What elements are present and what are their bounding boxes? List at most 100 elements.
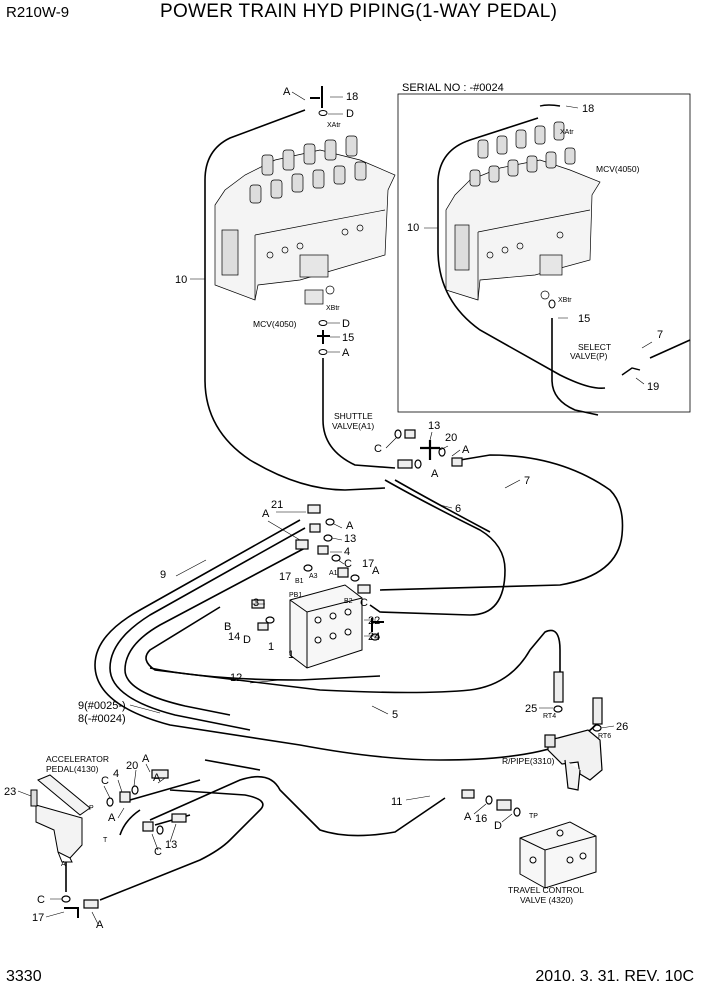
inset-leader-lines <box>424 105 653 385</box>
callout-a-tcv: A <box>464 811 472 823</box>
callout-10: 10 <box>175 274 187 286</box>
inset-callout-15: 15 <box>578 313 590 325</box>
callout-23: 23 <box>4 786 16 798</box>
callout-7: 7 <box>524 475 530 487</box>
fitting-18-top <box>310 86 323 108</box>
top-leaders <box>291 91 343 115</box>
callout-a-mcv: A <box>342 347 350 359</box>
callout-11: 11 <box>391 796 402 808</box>
pedal-leaders <box>17 763 177 925</box>
travel-label-1: TRAVEL CONTROL <box>508 885 584 895</box>
inset-mcv-body <box>445 121 601 301</box>
callout-4-pedal: 4 <box>113 768 119 780</box>
mcv-label: MCV(4050) <box>253 319 297 329</box>
inset-oring-15 <box>548 299 556 309</box>
inset-serial-label: SERIAL NO : -#0024 <box>402 82 504 94</box>
callout-8-note: 8(-#0024) <box>78 713 126 725</box>
port-p: P <box>89 805 94 812</box>
callout-4-block: 4 <box>344 546 350 558</box>
revision-date: 2010. 3. 31. REV. 10C <box>535 968 694 985</box>
inset-mcv-label: MCV(4050) <box>596 164 640 174</box>
shuttle-valve-group <box>394 429 463 469</box>
oring-a-mcv <box>318 349 328 355</box>
callout-26: 26 <box>616 721 628 733</box>
callout-a-bottom: A <box>96 919 104 931</box>
callout-9: 9 <box>160 569 166 581</box>
xatr-label: XAtr <box>327 122 341 129</box>
travel-label-2: VALVE (4320) <box>520 895 573 905</box>
shuttle-label-2: VALVE(A1) <box>332 421 374 431</box>
inset-select-label-2: VALVE(P) <box>570 351 608 361</box>
accelerator-label-2: PEDAL(4130) <box>46 764 99 774</box>
callout-1: 1 <box>288 649 294 661</box>
callout-a-21: A <box>262 508 270 520</box>
inset-frame <box>397 93 691 413</box>
callout-17-block: 17 <box>362 558 374 570</box>
serial-inset: SERIAL NO : -#0024 XAtr <box>397 82 691 416</box>
callout-a-pedal-2: A <box>153 772 161 784</box>
callout-22: 22 <box>368 615 380 627</box>
block-leaders <box>129 511 389 715</box>
inset-callout-7: 7 <box>657 329 663 341</box>
callout-d-block: D <box>243 634 251 646</box>
page-number: 3330 <box>6 968 42 985</box>
mcv-leaders <box>328 322 340 353</box>
callout-a-block-2: A <box>372 565 380 577</box>
port-rt4: RT4 <box>543 713 556 720</box>
inset-callout-18: 18 <box>582 103 594 115</box>
callout-21: 21 <box>271 499 283 511</box>
callout-9-note: 9(#0025-) <box>78 700 126 712</box>
inset-hose-7 <box>649 339 691 359</box>
oring-d-mcv <box>318 320 328 326</box>
port-t: T <box>103 837 108 844</box>
xbtr-label: XBtr <box>326 305 340 312</box>
callout-a-pedal-3: A <box>108 812 116 824</box>
main-mcv-body <box>214 135 396 305</box>
port-a3: A3 <box>309 573 318 580</box>
callout-15-mcv: 15 <box>342 332 354 344</box>
callout-18-top: 18 <box>346 91 358 103</box>
port-rt6: RT6 <box>598 733 611 740</box>
model-code: R210W-9 <box>6 4 70 21</box>
callout-c-shuttle: C <box>374 443 382 455</box>
r-pipe-group <box>544 671 603 791</box>
callout-a-shuttle-1: A <box>462 444 470 456</box>
page-title: POWER TRAIN HYD PIPING(1-WAY PEDAL) <box>160 1 558 22</box>
inset-xbtr: XBtr <box>558 297 572 304</box>
callout-c-block: C <box>344 558 352 570</box>
inset-xatr: XAtr <box>560 129 574 136</box>
inset-fitting-19 <box>621 367 641 376</box>
callout-24: 24 <box>368 631 380 643</box>
port-tp: TP <box>529 813 538 820</box>
inset-hose-10 <box>437 117 606 390</box>
callout-1-small: 1 <box>268 641 274 653</box>
port-a-pedal: A <box>61 861 66 868</box>
callout-a-top: A <box>283 86 291 98</box>
callout-17-bottom: 17 <box>32 912 44 924</box>
inset-callout-10: 10 <box>407 222 419 234</box>
inset-select-label-1: SELECT <box>578 342 611 352</box>
fitting-15-mcv <box>317 330 330 344</box>
port-b1: B1 <box>295 578 304 585</box>
callout-17-block-2: 17 <box>279 571 291 583</box>
callout-c-pedal-1: C <box>101 775 109 787</box>
inset-hose-15 <box>551 318 599 416</box>
tcv-leaders <box>405 795 513 823</box>
accelerator-pedal <box>30 774 91 863</box>
callout-d-mcv: D <box>342 318 350 330</box>
callout-c-block-2: C <box>360 597 368 609</box>
callout-25: 25 <box>525 703 537 715</box>
callout-13-shuttle: 13 <box>428 420 440 432</box>
oring-d-top <box>318 110 328 116</box>
callout-a-shuttle-2: A <box>431 468 439 480</box>
rpipe-leaders <box>539 707 615 729</box>
callout-20-shuttle: 20 <box>445 432 457 444</box>
callout-d-top: D <box>346 108 354 120</box>
shuttle-leaders <box>190 278 521 509</box>
callout-a-block-1: A <box>346 520 354 532</box>
port-a1: A1 <box>329 570 338 577</box>
travel-control-valve <box>519 821 597 889</box>
callout-12: 12 <box>230 672 242 684</box>
manifold-block-1 <box>289 584 363 669</box>
